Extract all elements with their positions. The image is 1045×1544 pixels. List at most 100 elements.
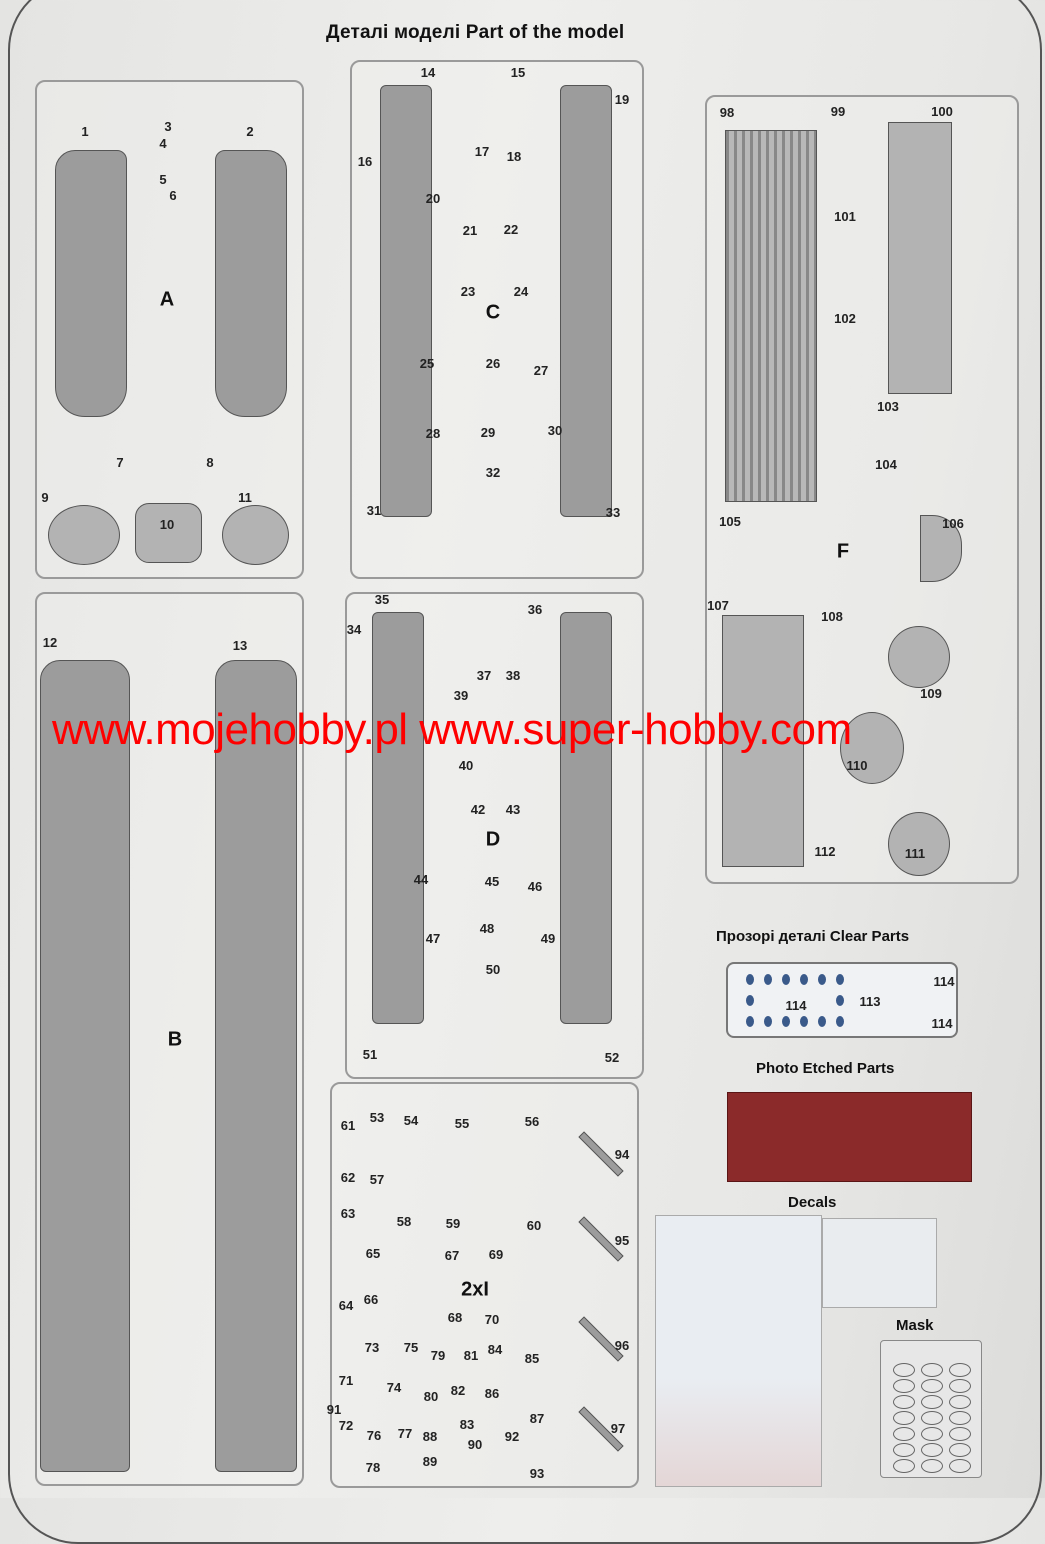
part-number-101: 101 xyxy=(834,209,856,224)
mask-window-oval xyxy=(921,1427,943,1441)
part-bulkhead-11 xyxy=(222,505,289,565)
clear-part-number-114: 114 xyxy=(933,974,955,989)
mask-window-oval xyxy=(893,1459,915,1473)
part-number-103: 103 xyxy=(877,399,899,414)
mask-window-oval xyxy=(921,1363,943,1377)
part-number-42: 42 xyxy=(470,802,486,817)
part-number-64: 64 xyxy=(338,1298,354,1313)
part-number-98: 98 xyxy=(719,105,735,120)
part-number-9: 9 xyxy=(41,490,49,505)
part-number-76: 76 xyxy=(366,1428,382,1443)
part-number-30: 30 xyxy=(547,423,563,438)
decal-sheet-small xyxy=(822,1218,937,1308)
part-boom-36 xyxy=(560,612,612,1024)
mask-window-oval xyxy=(893,1411,915,1425)
clear-window-part xyxy=(818,1016,826,1027)
part-number-72: 72 xyxy=(338,1418,354,1433)
part-number-51: 51 xyxy=(362,1047,378,1062)
mask-window-oval xyxy=(893,1363,915,1377)
mask-window-oval xyxy=(949,1363,971,1377)
part-number-8: 8 xyxy=(206,455,214,470)
clear-part-number-114: 114 xyxy=(785,998,807,1013)
sprue-letter-c: C xyxy=(485,301,501,324)
part-number-112: 112 xyxy=(814,844,836,859)
part-number-109: 109 xyxy=(920,686,942,701)
part-number-78: 78 xyxy=(365,1460,381,1475)
part-number-90: 90 xyxy=(467,1437,483,1452)
part-number-105: 105 xyxy=(719,514,741,529)
part-wing-12 xyxy=(40,660,130,1472)
part-number-18: 18 xyxy=(506,149,522,164)
part-boom-35 xyxy=(372,612,424,1024)
part-number-93: 93 xyxy=(529,1466,545,1481)
part-number-80: 80 xyxy=(423,1389,439,1404)
part-number-83: 83 xyxy=(459,1417,475,1432)
part-boom-15 xyxy=(560,85,612,517)
part-number-46: 46 xyxy=(527,879,543,894)
part-number-100: 100 xyxy=(931,104,953,119)
part-number-2: 2 xyxy=(246,124,254,139)
part-number-61: 61 xyxy=(340,1118,356,1133)
part-number-85: 85 xyxy=(524,1351,540,1366)
mask-window-oval xyxy=(949,1459,971,1473)
clear-part-number-114: 114 xyxy=(931,1016,953,1031)
part-number-45: 45 xyxy=(484,874,500,889)
part-number-44: 44 xyxy=(413,872,429,887)
clear-window-part xyxy=(746,1016,754,1027)
part-number-12: 12 xyxy=(42,635,58,650)
part-number-47: 47 xyxy=(425,931,441,946)
part-number-102: 102 xyxy=(834,311,856,326)
sprue-letter-b: B xyxy=(167,1028,183,1051)
part-bulkhead-111 xyxy=(888,812,950,876)
mask-window-oval xyxy=(921,1443,943,1457)
mask-window-oval xyxy=(893,1427,915,1441)
part-number-10: 10 xyxy=(159,517,175,532)
part-number-94: 94 xyxy=(614,1147,630,1162)
part-number-5: 5 xyxy=(159,172,167,187)
part-number-15: 15 xyxy=(510,65,526,80)
part-number-59: 59 xyxy=(445,1216,461,1231)
part-number-65: 65 xyxy=(365,1246,381,1261)
part-number-81: 81 xyxy=(463,1348,479,1363)
part-fuselage-half-left xyxy=(55,150,127,417)
mask-window-oval xyxy=(921,1395,943,1409)
part-number-25: 25 xyxy=(419,356,435,371)
clear-window-part xyxy=(818,974,826,985)
sprue-letter-d: D xyxy=(485,828,501,851)
mask-window-oval xyxy=(949,1443,971,1457)
part-bulkhead-9 xyxy=(48,505,120,565)
part-number-43: 43 xyxy=(505,802,521,817)
part-number-56: 56 xyxy=(524,1114,540,1129)
mask-title: Mask xyxy=(896,1317,934,1334)
part-number-63: 63 xyxy=(340,1206,356,1221)
clear-window-part xyxy=(782,974,790,985)
photo-etched-fret xyxy=(727,1092,972,1182)
part-number-58: 58 xyxy=(396,1214,412,1229)
part-106 xyxy=(920,515,962,582)
part-number-60: 60 xyxy=(526,1218,542,1233)
part-floor-98 xyxy=(725,130,817,502)
part-number-86: 86 xyxy=(484,1386,500,1401)
part-number-23: 23 xyxy=(460,284,476,299)
clear-window-part xyxy=(836,1016,844,1027)
part-number-36: 36 xyxy=(527,602,543,617)
sprue-letter-e: 2xI xyxy=(461,1278,489,1301)
part-number-6: 6 xyxy=(169,188,177,203)
part-number-97: 97 xyxy=(610,1421,626,1436)
part-wing-13 xyxy=(215,660,297,1472)
decal-sheet-main xyxy=(655,1215,822,1487)
mask-window-oval xyxy=(949,1411,971,1425)
mask-window-oval xyxy=(893,1379,915,1393)
part-number-91: 91 xyxy=(326,1402,342,1417)
clear-window-part xyxy=(836,974,844,985)
part-number-33: 33 xyxy=(605,505,621,520)
part-number-69: 69 xyxy=(488,1247,504,1262)
part-number-26: 26 xyxy=(485,356,501,371)
part-number-66: 66 xyxy=(363,1292,379,1307)
photo-etched-title: Photo Etched Parts xyxy=(756,1060,895,1077)
part-number-104: 104 xyxy=(875,457,897,472)
part-number-70: 70 xyxy=(484,1312,500,1327)
clear-window-part xyxy=(746,974,754,985)
part-number-68: 68 xyxy=(447,1310,463,1325)
part-number-88: 88 xyxy=(422,1429,438,1444)
